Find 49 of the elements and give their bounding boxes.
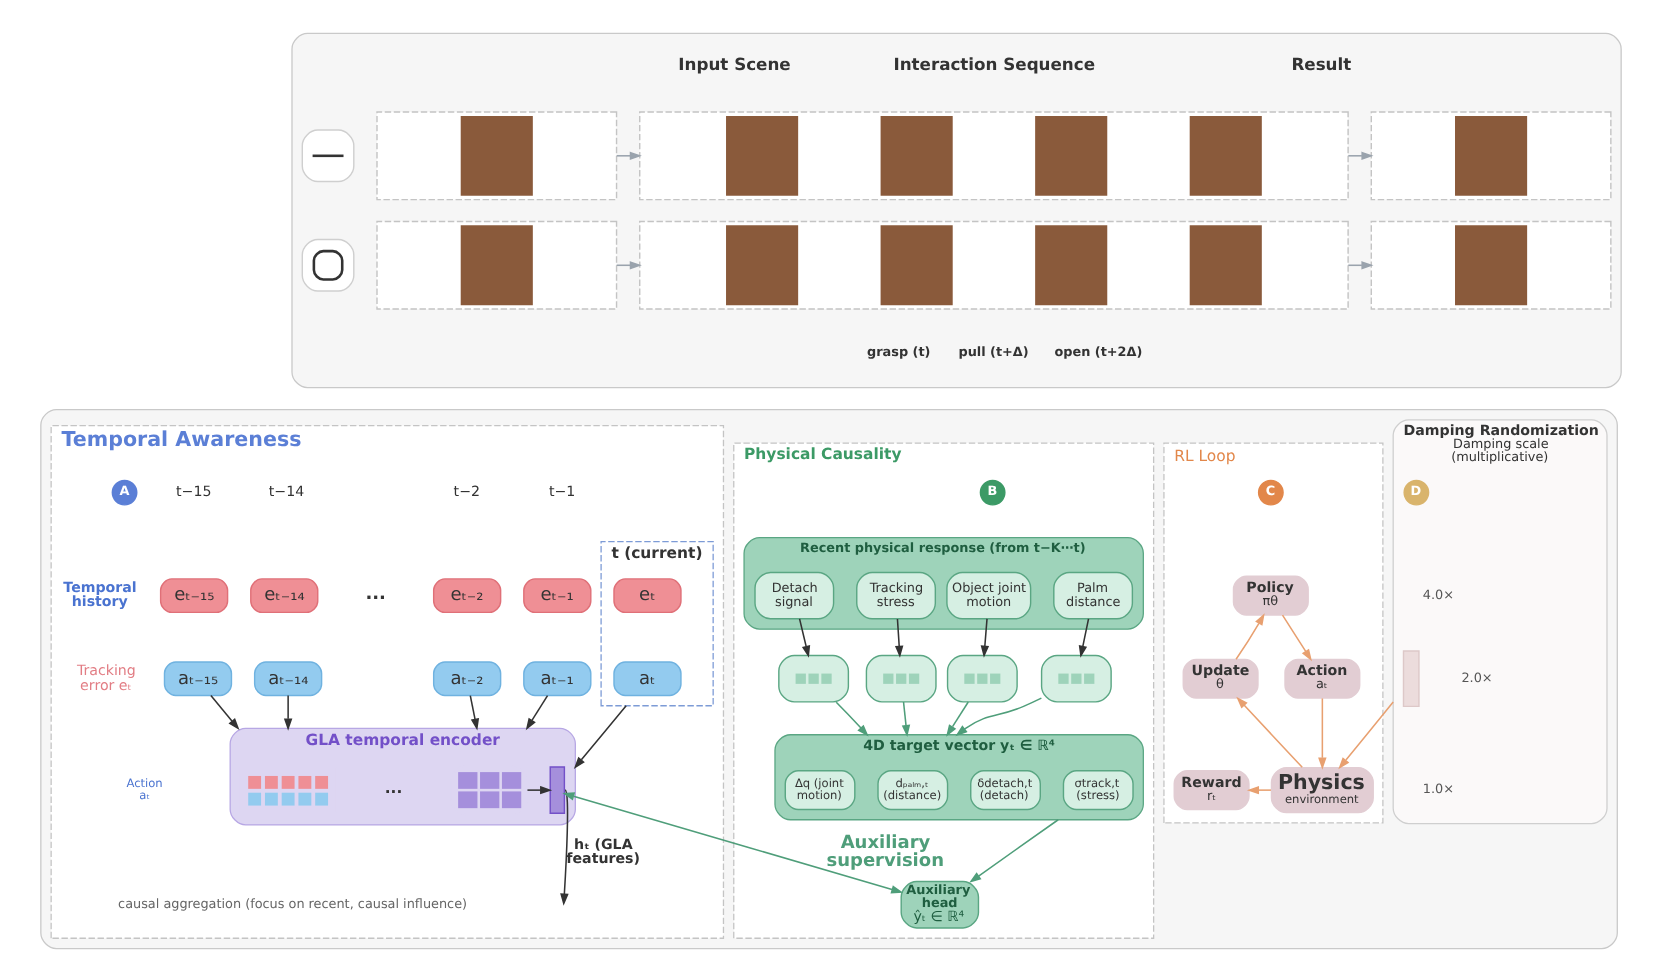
node-box: eₜ₋₁₅: [158, 577, 228, 613]
node-box: eₜ: [612, 577, 681, 613]
arrow: [282, 693, 292, 730]
label: ...: [364, 584, 385, 605]
arrow: [614, 150, 641, 160]
node-box: aₜ₋₂: [431, 660, 501, 696]
node-box: [945, 653, 1017, 702]
arrow: [1346, 150, 1373, 160]
arrow: [561, 791, 903, 893]
node-bar: [1401, 649, 1419, 707]
node-picture: [300, 237, 354, 291]
node-box: eₜ₋₂: [431, 577, 501, 613]
node-box: aₜ₋₁₅: [162, 660, 232, 696]
arrow: [954, 696, 1042, 736]
node-box: eₜ₋₁₄: [249, 577, 318, 613]
arrow: [468, 693, 479, 730]
arrow: [968, 817, 1058, 882]
arrow: [834, 700, 868, 736]
node-bar: [548, 765, 565, 813]
arrow: [559, 788, 575, 905]
node-box: [1039, 653, 1111, 702]
label: Interaction Sequence: [892, 53, 1095, 74]
arrow: [209, 693, 239, 730]
arrow: [1337, 700, 1393, 769]
arrow: [900, 700, 910, 737]
arrow: [1234, 612, 1264, 659]
arrow: [1317, 696, 1326, 769]
arrow: [979, 617, 989, 657]
node-box: [777, 653, 849, 702]
node-box: aₜ₋₁: [522, 660, 591, 696]
arrow: [893, 617, 903, 657]
arrow: [1280, 613, 1311, 661]
node-box: [864, 653, 936, 702]
edge-label: Auxiliary supervision: [825, 833, 943, 872]
node-box: aₜ₋₁₄: [252, 660, 322, 696]
arrow: [572, 704, 626, 768]
arrow: [1235, 695, 1302, 768]
arrow: [524, 693, 548, 730]
arrow: [945, 700, 969, 736]
cluster: [39, 407, 1617, 949]
arrow: [525, 784, 552, 794]
arrow: [797, 617, 810, 657]
arrow: [1245, 784, 1271, 794]
node-box: aₜ: [612, 660, 681, 696]
node-box: eₜ₋₁: [522, 577, 591, 613]
label: Result: [1290, 53, 1351, 74]
arrow: [1077, 617, 1089, 657]
label: Input Scene: [677, 53, 790, 74]
node-picture: [300, 128, 354, 182]
